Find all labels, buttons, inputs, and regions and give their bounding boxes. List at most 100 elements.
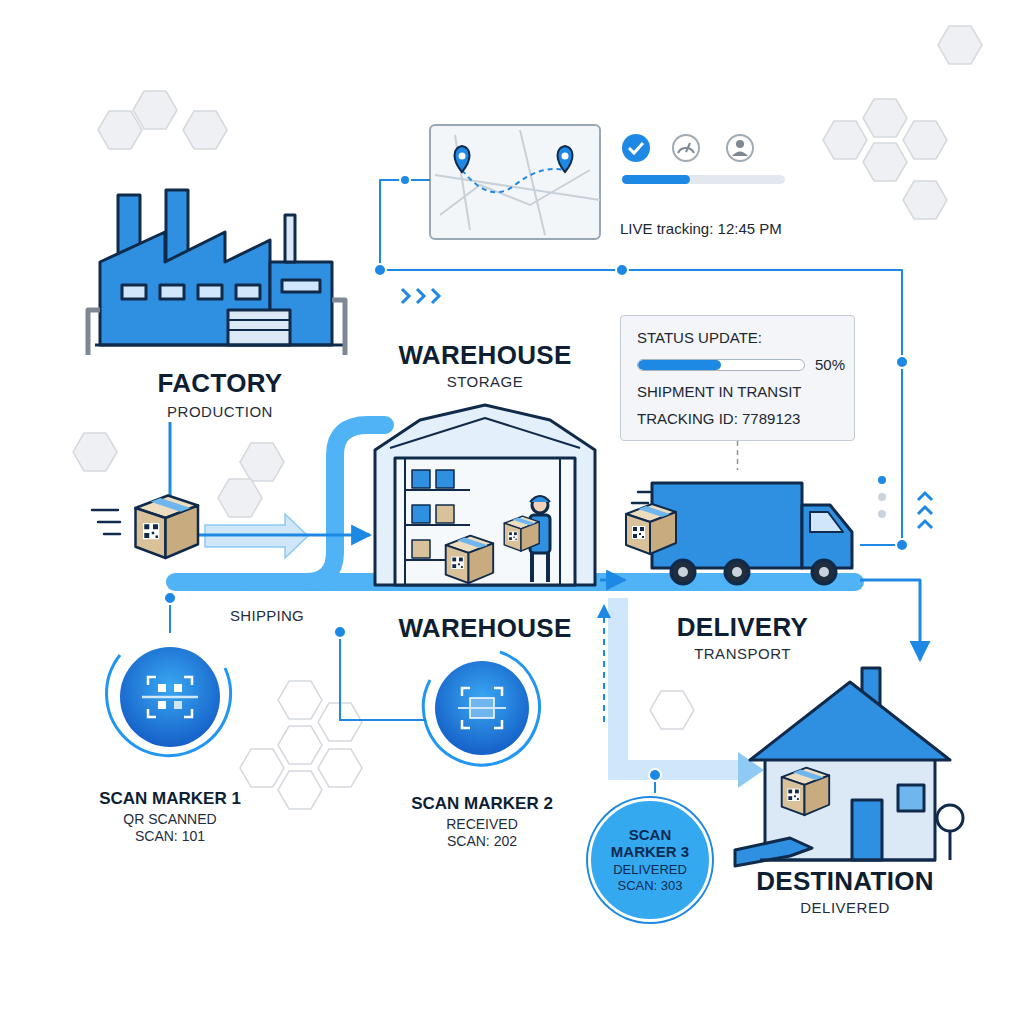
- node-text: STORAGE: [447, 372, 524, 391]
- live-status-icons: [678, 143, 694, 153]
- leader-lines: [169, 605, 171, 633]
- status-box: STATUS UPDATE:50%SHIPMENT IN TRANSITTRAC…: [620, 315, 855, 441]
- status-dots: [878, 493, 886, 501]
- warehouse-illustration: [412, 505, 430, 523]
- scan-marker-2-icon: [423, 652, 539, 765]
- scan-marker-1-icon: [107, 647, 231, 756]
- shipping-box: [136, 496, 199, 559]
- delivery-truck: [812, 560, 836, 584]
- leader-lines: [170, 605, 655, 793]
- destination-house: [760, 859, 936, 862]
- factory-illustration: [160, 285, 184, 299]
- live-status-icons: [732, 152, 748, 157]
- node-text: TRACKING ID: 7789123: [637, 409, 800, 428]
- destination-house: [735, 838, 812, 866]
- node-text: 50%: [815, 355, 845, 374]
- destination-house: [949, 831, 952, 860]
- flow-connector: [737, 441, 739, 470]
- scan-marker-node: SCAN MARKER 2RECEIVEDSCAN: 202: [392, 650, 572, 850]
- hexagon-outline-decor: [278, 681, 322, 719]
- destination-house: [937, 805, 963, 831]
- hexagon-outline-decor: [318, 749, 362, 787]
- warehouse-illustration: [530, 496, 550, 502]
- hexagon-decor: [73, 433, 117, 471]
- hexagon-outline-decor: [278, 771, 322, 809]
- node-text: SCAN: 101: [135, 828, 205, 845]
- hexagon-decor: [938, 26, 982, 64]
- junction-dots: [649, 769, 661, 781]
- live-map-panel: [435, 130, 600, 235]
- live-map-panel: [455, 146, 470, 172]
- node-text: QR SCANNED: [123, 811, 216, 828]
- scan-marker-2-icon: [423, 652, 539, 765]
- factory-illustration: [122, 285, 146, 299]
- node-text: WAREHOUSE: [398, 340, 571, 370]
- junction-dots: [334, 626, 346, 638]
- factory-illustration: [282, 280, 320, 292]
- live-status-icons: [622, 175, 785, 184]
- status-dots: [878, 510, 886, 518]
- scan-marker-1-icon: [174, 701, 182, 709]
- live-map-panel: [459, 153, 466, 160]
- junction-dots: [616, 264, 628, 276]
- return-dashed-line: [603, 614, 605, 722]
- return-arrowhead: [597, 604, 611, 618]
- live-tracking-panel: LIVE tracking: 12:45 PM: [430, 122, 810, 242]
- warehouse-boxes: [446, 536, 494, 584]
- live-map-panel: [430, 125, 600, 239]
- delivery-truck: [725, 560, 749, 584]
- warehouse-illustration: [375, 405, 595, 585]
- warehouse-node: WAREHOUSE STORAGE WAREHOUSE: [370, 340, 600, 652]
- hexagon-decor: [863, 143, 907, 181]
- leader-lines: [340, 639, 426, 720]
- node-text: PRODUCTION: [167, 402, 273, 421]
- scan-marker-node: SCAN MARKER 1QR SCANNEDSCAN: 101: [80, 630, 260, 850]
- node-text: RECEIVED: [446, 816, 518, 833]
- delivery-truck: [810, 512, 843, 532]
- junction-dots: [400, 175, 410, 185]
- node-text: WAREHOUSE: [398, 613, 571, 643]
- delivery-truck: [671, 560, 695, 584]
- destination-house: [735, 668, 963, 866]
- factory-illustration: [236, 285, 260, 299]
- edge-label: SHIPPING: [228, 606, 306, 625]
- scan-marker-2-icon: [458, 707, 506, 709]
- live-status-icons: [622, 134, 650, 162]
- speed-lines: [638, 491, 650, 494]
- speed-lines: [632, 502, 648, 505]
- hexagon-outline-decor: [240, 749, 284, 787]
- status-dots: [878, 476, 886, 484]
- factory-illustration: [88, 190, 345, 355]
- warehouse-illustration: [412, 470, 430, 488]
- warehouse-illustration: [436, 505, 454, 523]
- node-text: DELIVERY: [677, 612, 808, 642]
- factory-illustration: [228, 320, 290, 330]
- speed-lines: [98, 521, 120, 524]
- status-dots: [878, 476, 886, 518]
- scan-marker-circle: SCAN MARKER 3DELIVEREDSCAN: 303: [588, 798, 712, 922]
- hexagon-decor: [98, 111, 142, 149]
- progress-row: 50%: [637, 355, 845, 374]
- live-status-icons: [622, 134, 785, 184]
- factory-illustration: [198, 285, 222, 299]
- hexagon-decor: [903, 121, 947, 159]
- hexagon-decor: [240, 443, 284, 481]
- node-text: FACTORY: [158, 368, 283, 398]
- delivery-node: DELIVERY TRANSPORT: [625, 470, 860, 672]
- flow-connector: [860, 580, 920, 660]
- live-map-panel: [558, 146, 573, 172]
- hexagon-decor: [218, 479, 262, 517]
- flow-connector: [170, 422, 370, 535]
- scan-marker-1-icon: [158, 684, 166, 692]
- node-text: LIVE tracking: 12:45 PM: [620, 219, 782, 238]
- destination-house: [852, 800, 882, 860]
- warehouse-illustration: [532, 553, 548, 582]
- node-text: TRANSPORT: [694, 644, 791, 663]
- scan-marker-1-icon: [158, 701, 166, 709]
- factory-illustration: [285, 215, 295, 262]
- junction-dots: [896, 356, 908, 368]
- node-text: DELIVERED: [800, 898, 890, 917]
- hexagon-decor: [183, 111, 227, 149]
- junction-dots: [164, 175, 908, 781]
